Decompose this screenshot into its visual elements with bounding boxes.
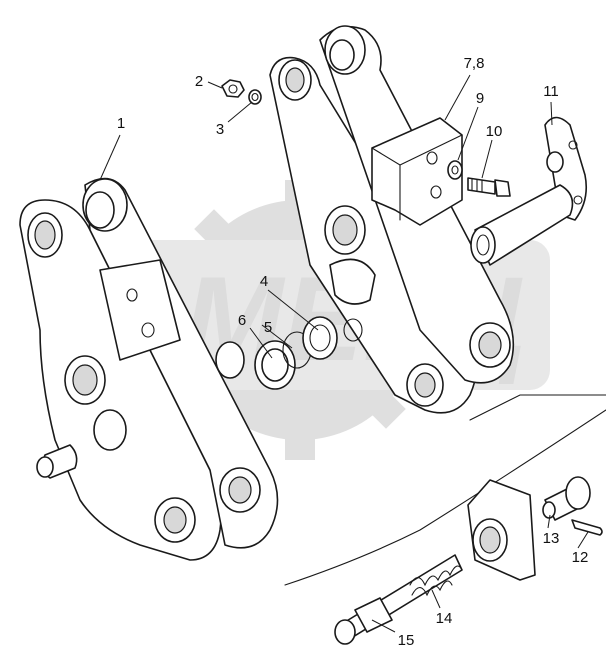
- callout-4: 4: [260, 273, 268, 290]
- part-13-pin: [542, 476, 591, 521]
- pin-plate: [467, 479, 536, 581]
- callout-13: 13: [543, 530, 560, 547]
- callout-9: 9: [476, 90, 484, 107]
- part-10-bolt: [467, 177, 511, 197]
- part-4-washer: [302, 316, 338, 360]
- machine-body-edge-2: [469, 394, 606, 421]
- callout-5: 5: [264, 319, 272, 336]
- callout-15: 15: [398, 632, 415, 649]
- callout-14: 14: [436, 610, 453, 627]
- part-6-bushing: [215, 340, 296, 390]
- callout-10: 10: [486, 123, 503, 140]
- callout-1: 1: [117, 115, 125, 132]
- part-7-8-block: [371, 117, 463, 226]
- part-9-washer: [447, 160, 463, 180]
- callout-3: 3: [216, 121, 224, 138]
- part-12-cotter-pin: [571, 519, 603, 536]
- part-2-nut: [221, 79, 245, 98]
- part-14-spring: [409, 565, 463, 597]
- leader-lines: [99, 74, 589, 633]
- callout-2: 2: [195, 73, 203, 90]
- part-11-bracket: [470, 116, 588, 266]
- machine-body-edge: [284, 409, 606, 586]
- callout-7-8: 7,8: [464, 55, 485, 72]
- callout-11: 11: [543, 83, 559, 100]
- callout-6: 6: [238, 312, 246, 329]
- part-1-left-arm: [19, 177, 279, 561]
- part-3-washer: [248, 89, 262, 105]
- callout-12: 12: [572, 549, 589, 566]
- part-15-pin: [334, 554, 463, 645]
- callout-labels: 1 2 3 4 5 6 7,8 9 10 11 12 13 14 15: [117, 55, 589, 649]
